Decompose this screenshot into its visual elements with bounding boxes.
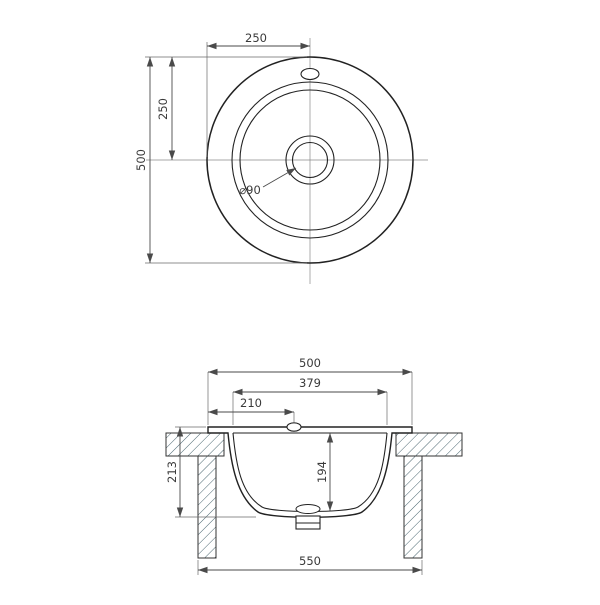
- dim-depth-213-label: 213: [165, 461, 179, 483]
- drain-flange-circle: [285, 135, 335, 185]
- dim-inner-depth-194-label: 194: [315, 461, 329, 483]
- drain-leader-line: [262, 167, 297, 188]
- drain-hole-section: [295, 504, 321, 514]
- sink-outer-rim-circle: [206, 56, 414, 264]
- dim-width-500-label: 500: [299, 356, 321, 370]
- drain-diameter-label: ⌀90: [239, 183, 261, 197]
- section-view: 500 379 210 213 194 550: [165, 356, 463, 575]
- dim-side-250-label: 250: [156, 98, 170, 120]
- faucet-hole-top: [300, 67, 320, 81]
- cabinet-left-panel: [197, 455, 217, 559]
- dim-side-500-label: 500: [134, 149, 148, 171]
- dim-base-550-label: 550: [299, 554, 321, 568]
- dim-bowl-379-label: 379: [299, 376, 321, 390]
- dim-top-250-label: 250: [245, 31, 267, 45]
- sink-bowl-circle: [239, 89, 381, 231]
- sink-inner-rim-circle: [231, 81, 389, 239]
- drain-hole-circle: [291, 141, 329, 179]
- countertop-right-section: [395, 432, 463, 457]
- dim-hole-210-label: 210: [240, 396, 262, 410]
- countertop-left-section: [165, 432, 225, 457]
- top-view: 250 250 500 ⌀90: [134, 31, 428, 284]
- faucet-hole-section: [286, 422, 302, 432]
- cabinet-right-panel: [403, 455, 423, 559]
